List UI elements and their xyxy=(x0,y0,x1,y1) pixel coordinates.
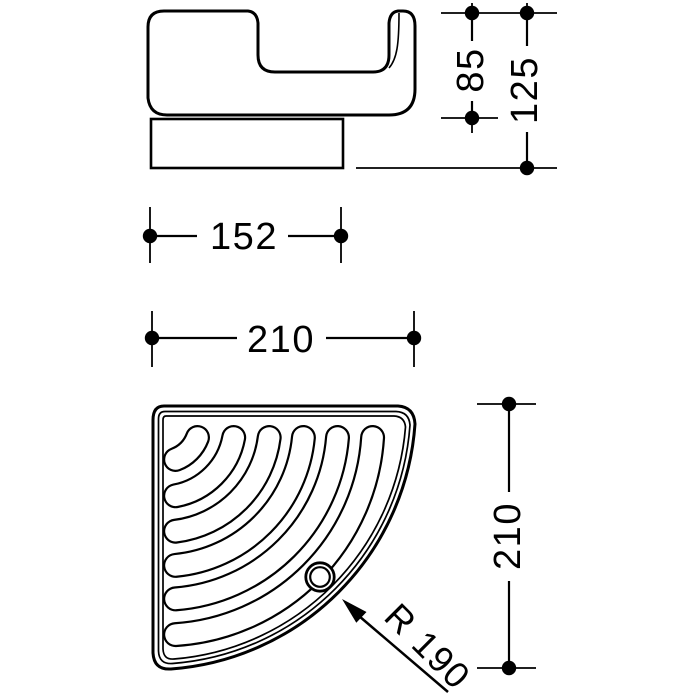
drain-slot-3-core xyxy=(165,427,280,542)
side-view-backplate xyxy=(149,117,345,170)
side-view-rim-detail-line xyxy=(388,12,400,69)
radius-leader-line xyxy=(358,615,449,693)
dimension-210-width: 210 xyxy=(144,311,422,367)
dim-125-dot-top xyxy=(519,5,535,21)
dim-210d-dot-top xyxy=(501,396,517,412)
dim-85-dot-top xyxy=(464,5,480,21)
plan-view-outer-edge xyxy=(151,404,417,671)
dimension-label-front-radius: R 190 xyxy=(377,595,479,697)
drain-slot-2-core xyxy=(165,427,244,507)
side-view-body-outline xyxy=(146,9,417,117)
radius-callout: R 190 xyxy=(342,595,479,697)
dimension-label-overall-depth: 210 xyxy=(487,502,529,570)
dimension-label-overall-width: 210 xyxy=(247,319,315,361)
drain-slot-5-core xyxy=(165,427,348,610)
dim-210w-dot-left xyxy=(144,330,160,346)
dim-152-dot-left xyxy=(142,228,158,244)
side-view xyxy=(146,9,417,170)
drain-slot-4-core xyxy=(165,427,314,576)
dim-210d-dot-bottom xyxy=(501,660,517,676)
dimension-label-total-height: 125 xyxy=(504,56,546,124)
dim-210w-dot-right xyxy=(406,330,422,346)
dimension-152: 152 xyxy=(142,207,349,263)
dim-85-dot-bottom xyxy=(464,110,480,126)
drain-slot-1-core xyxy=(165,427,208,470)
drain-hole-inner xyxy=(309,566,331,588)
dimension-label-basket-height: 85 xyxy=(450,47,492,92)
dimension-label-backplate-width: 152 xyxy=(210,216,278,258)
plan-view-rim-line-2 xyxy=(162,415,407,660)
plan-view xyxy=(151,404,417,671)
dimension-210-depth: 210 xyxy=(477,396,536,676)
dimension-125: 125 xyxy=(504,5,546,176)
plan-view-rim-line-1 xyxy=(157,410,411,665)
dimension-85: 85 xyxy=(450,5,492,126)
radius-arrowhead xyxy=(342,599,367,623)
dim-125-dot-bottom xyxy=(519,160,535,176)
dim-152-dot-right xyxy=(333,228,349,244)
